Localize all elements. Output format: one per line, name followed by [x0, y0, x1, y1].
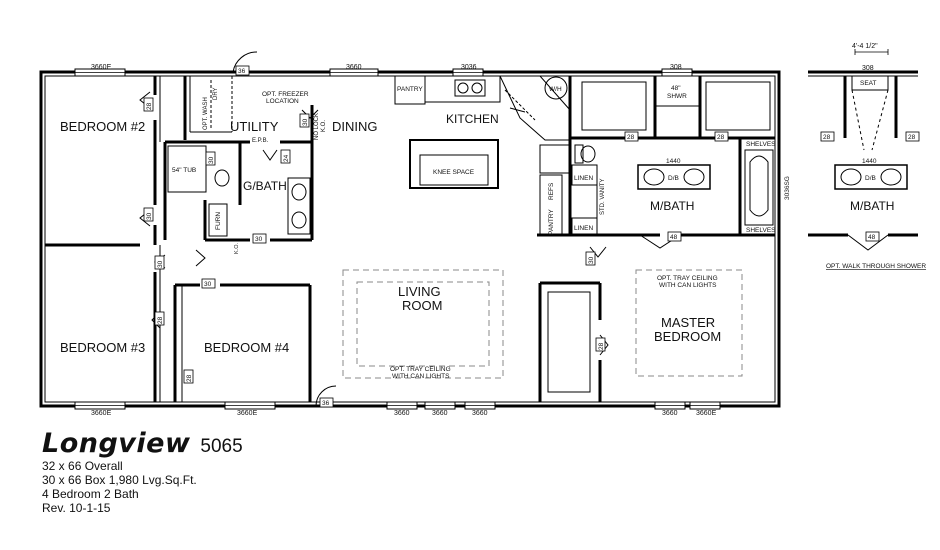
room-label-bedroom2: BEDROOM #2 [60, 119, 145, 134]
tray-note-living-1: OPT. TRAY CEILING [390, 366, 451, 373]
door-tag: 30 [302, 118, 309, 126]
door-tag: 48 [868, 234, 876, 241]
door-tag: 30 [208, 156, 215, 164]
notes: OPT. TRAY CEILING WITH CAN LIGHTS OPT. T… [390, 176, 926, 380]
door-tag: 30 [146, 212, 153, 220]
tray-note-master-1: OPT. TRAY CEILING [657, 275, 718, 282]
db-label: D/B [668, 175, 679, 182]
epb-label: E.P.B. [252, 138, 269, 144]
window-label: 3660 [346, 64, 362, 71]
plan-model: 5065 [200, 436, 243, 457]
spec-overall: 32 x 66 Overall [42, 459, 123, 473]
shelves-label-1: SHELVES [746, 141, 776, 148]
refs-label: REFS [548, 182, 555, 200]
room-label-alt-mbath: M/BATH [850, 199, 894, 213]
door-tag: 30 [255, 236, 263, 243]
window-label: 3036 [461, 64, 477, 71]
knee-space-label: KNEE SPACE [433, 169, 475, 176]
door-tag: 48 [670, 234, 678, 241]
vanity-size-tag-alt: 1440 [862, 158, 877, 165]
plan-name: Longview [42, 428, 191, 459]
shelves-label-2: SHELVES [746, 227, 776, 234]
door-tag: 28 [186, 374, 193, 382]
room-label-bedroom3: BEDROOM #3 [60, 340, 145, 355]
door-tag: 28 [157, 316, 164, 324]
door-tag: 30 [204, 281, 212, 288]
side-dim-note: 3036SG [784, 176, 791, 200]
water-heater-label: W/H [549, 86, 562, 93]
door-tag: 28 [717, 134, 725, 141]
room-label-kitchen: KITCHEN [446, 112, 499, 126]
location-label: LOCATION [266, 98, 299, 105]
room-label-dining: DINING [332, 119, 378, 134]
door-tag: 36 [322, 400, 330, 407]
spec-bed-bath: 4 Bedroom 2 Bath [42, 487, 139, 501]
fixture-labels: PANTRY W/H KNEE SPACE OPT. WASH DRY OPT.… [172, 43, 878, 254]
db-alt-label: D/B [865, 175, 876, 182]
tray-ceilings [342, 269, 743, 379]
pantry-label: PANTRY [397, 86, 423, 93]
tub-label: 54" TUB [172, 167, 196, 174]
room-label-mbath: M/BATH [650, 199, 694, 213]
door-tag: 28 [823, 134, 831, 141]
title-row: Longview 5065 [42, 428, 243, 459]
window-label: 3660 [432, 410, 448, 417]
window-label: 3660E [91, 64, 112, 71]
room-labels: BEDROOM #2 UTILITY DINING KITCHEN M/BATH… [60, 112, 894, 355]
std-vanity-label: STD. VANITY [600, 178, 606, 215]
shower-size-label: 48" [671, 85, 681, 92]
walk-through-note: OPT. WALK THROUGH SHOWER [826, 263, 926, 270]
window-label: 3660E [237, 410, 258, 417]
dim-4-4-label: 4'-4 1/2" [852, 43, 878, 50]
opt-wash-label: OPT. WASH [203, 97, 209, 130]
interior-walls [45, 76, 775, 402]
door-tag: 36 [238, 68, 246, 75]
ko-small-label: K.O. [234, 243, 240, 254]
shower-label: SHWR [667, 93, 687, 100]
window-label: 308 [670, 64, 682, 71]
no-lock-label: NO LOCK [314, 113, 320, 140]
door-tag: 24 [283, 154, 290, 162]
door-tag: 30 [157, 260, 164, 268]
room-label-gbath: G/BATH [243, 179, 287, 193]
tray-note-master-2: WITH CAN LIGHTS [659, 282, 717, 289]
ko-label: K.O. [321, 120, 327, 132]
room-label-living: LIVING [398, 284, 441, 299]
door-tag: 28 [598, 342, 605, 350]
door-tag: 28 [627, 134, 635, 141]
windows [74, 68, 721, 410]
seat-label: SEAT [860, 80, 877, 87]
room-label-utility: UTILITY [230, 119, 279, 134]
room-label-master-bedroom: BEDROOM [654, 329, 721, 344]
casework [159, 75, 774, 402]
furn-label: FURN [215, 212, 222, 230]
spec-box: 30 x 66 Box 1,980 Lvg.Sq.Ft. [42, 473, 197, 487]
spec-revision: Rev. 10-1-15 [42, 501, 111, 515]
window-label: 3660E [696, 410, 717, 417]
title-block: Longview 5065 32 x 66 Overall 30 x 66 Bo… [42, 428, 243, 515]
tray-note-living-2: WITH CAN LIGHTS [392, 373, 450, 380]
linen-label-2: LINEN [574, 225, 593, 232]
door-tag: 28 [146, 102, 153, 110]
linen-label-1: LINEN [574, 175, 593, 182]
window-label: 3660 [394, 410, 410, 417]
vanity-size-tag: 1440 [666, 158, 681, 165]
alt-mbath-plan [808, 49, 918, 251]
window-labels: 3660E 3660 3036 308 3660E 3660E 3660 366… [91, 64, 717, 417]
window-label: 3660E [91, 410, 112, 417]
dim-308-alt-label: 308 [862, 65, 874, 72]
window-label: 3660 [662, 410, 678, 417]
room-label-bedroom4: BEDROOM #4 [204, 340, 289, 355]
pantry-side-label: PANTRY [548, 209, 555, 235]
door-tags: 36 28 30 30 24 30 30 30 28 30 28 36 28 2… [143, 65, 920, 408]
room-label-master: MASTER [661, 315, 715, 330]
room-label-room: ROOM [402, 298, 442, 313]
door-tag: 30 [588, 256, 595, 264]
door-tag: 28 [908, 134, 916, 141]
window-label: 3660 [472, 410, 488, 417]
opt-freezer-label: OPT. FREEZER [262, 91, 309, 98]
dry-label: DRY [213, 87, 219, 100]
